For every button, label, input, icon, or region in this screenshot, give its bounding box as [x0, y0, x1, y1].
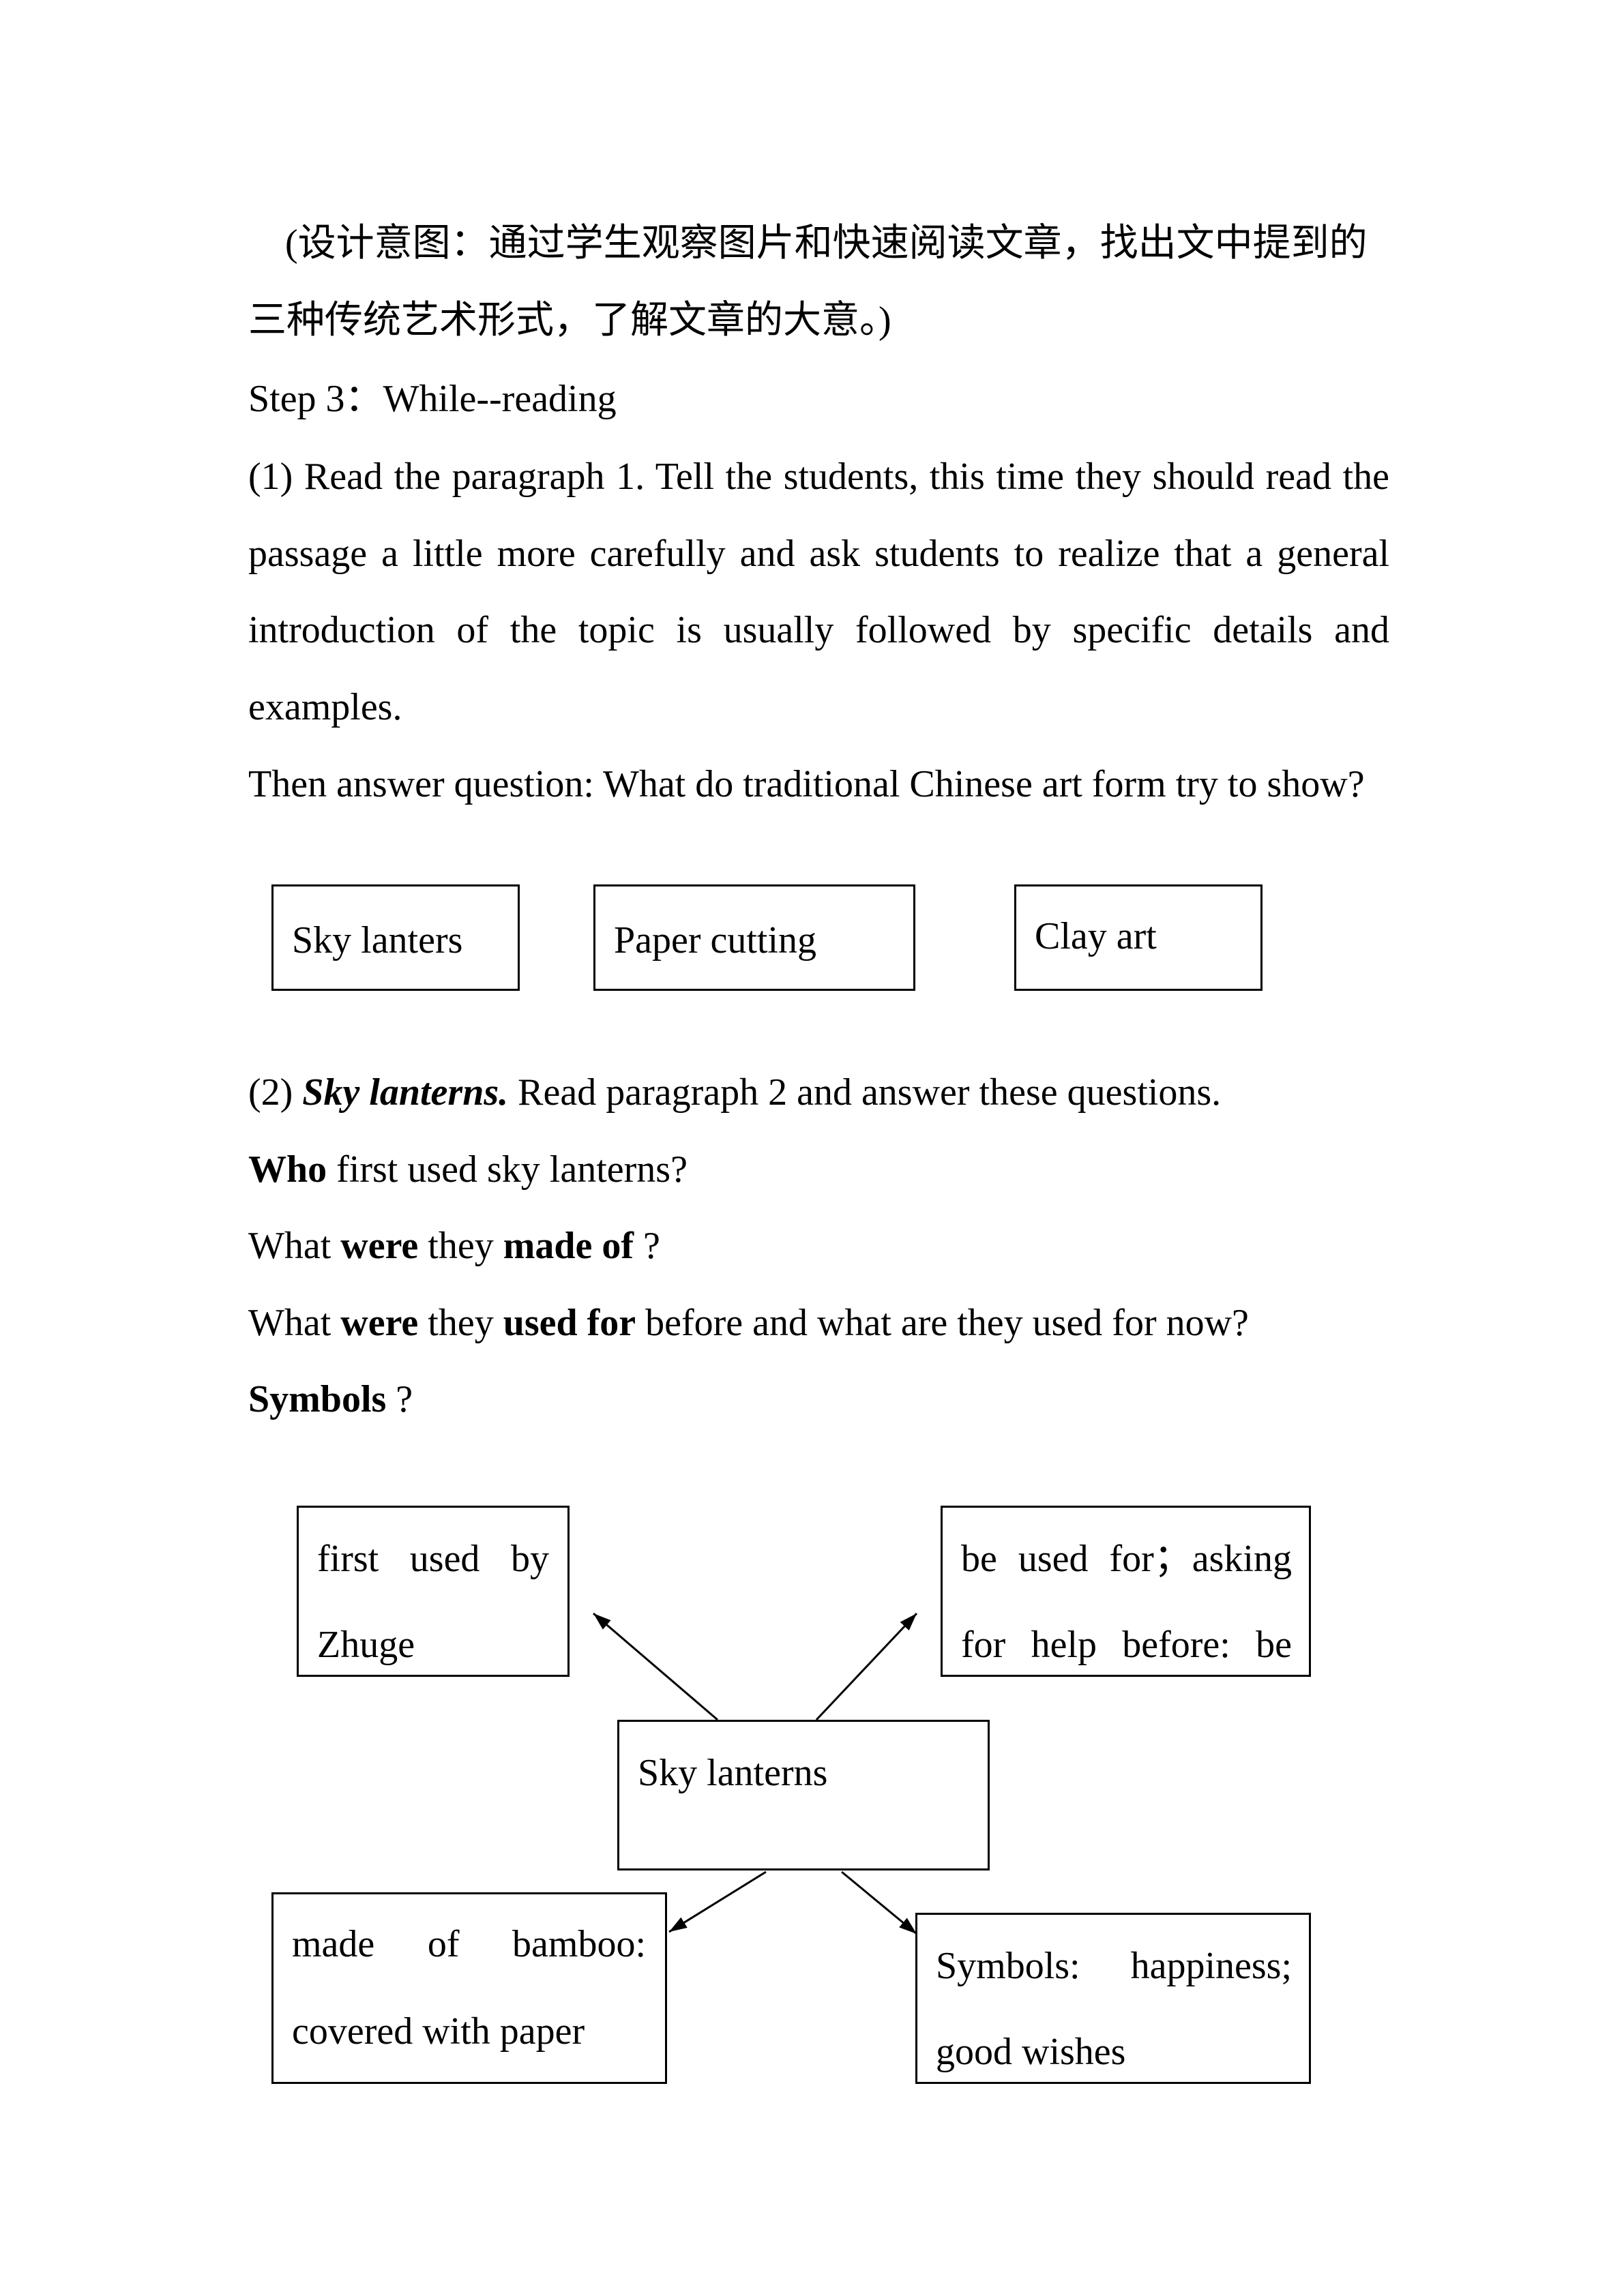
art-form-box-sky-lanterns: Sky lanters: [271, 884, 520, 991]
question-text: they: [418, 1225, 503, 1267]
mind-map-box-uses: be used for；asking for help before: be: [941, 1506, 1311, 1677]
question-keyword: were: [340, 1225, 419, 1267]
part-2-instruction: Read paragraph 2 and answer these questi…: [508, 1071, 1222, 1114]
question-keyword: made of: [503, 1225, 634, 1267]
mind-map-center-label: Sky lanterns: [638, 1752, 828, 1794]
mind-map-text: for help before: be: [961, 1624, 1292, 1666]
art-form-label: Clay art: [1035, 915, 1157, 957]
question-keyword: used for: [503, 1302, 636, 1344]
question-text: What: [248, 1225, 341, 1267]
part-1-paragraph-line: passage a little more carefully and ask …: [248, 533, 1389, 575]
part-2-heading: (2) Sky lanterns. Read paragraph 2 and a…: [248, 1054, 1389, 1131]
question-text: What: [248, 1302, 341, 1344]
question-text: they: [418, 1302, 503, 1344]
design-intent-line-2: 三种传统艺术形式，了解文章的大意。): [248, 299, 891, 342]
art-form-box-clay-art: Clay art: [1014, 884, 1263, 991]
mind-map-box-first-used: first used by Zhuge: [297, 1506, 570, 1677]
step-3-heading: Step 3：While--reading: [248, 378, 617, 420]
part-2-number: (2): [248, 1071, 303, 1114]
question-text: first used sky lanterns?: [327, 1148, 688, 1191]
question-who: Who first used sky lanterns?: [248, 1131, 1389, 1208]
part-1-paragraph-line: introduction of the topic is usually fol…: [248, 609, 1389, 651]
mind-map-box-material: made of bamboo: covered with paper: [271, 1892, 667, 2084]
arrow-to-uses: [815, 1612, 918, 1721]
design-intent-line-1: (设计意图：通过学生观察图片和快速阅读文章，找出文中提到的: [285, 222, 1368, 265]
question-used-for: What were they used for before and what …: [248, 1285, 1389, 1362]
arrow-to-symbols: [841, 1870, 917, 1935]
mind-map-text: made of bamboo:: [292, 1923, 646, 1965]
question-keyword: Symbols: [248, 1378, 387, 1420]
mind-map-text: be used for；asking: [961, 1538, 1292, 1580]
art-form-box-paper-cutting: Paper cutting: [593, 884, 915, 991]
question-keyword: were: [340, 1302, 419, 1344]
part-1-paragraph-line: examples.: [248, 686, 402, 728]
mind-map-center-box: Sky lanterns: [617, 1720, 990, 1870]
mind-map-text: good wishes: [936, 2031, 1126, 2073]
part-2-topic: Sky lanterns.: [302, 1071, 509, 1114]
mind-map-text: first used by: [317, 1538, 549, 1580]
mind-map-text: Symbols: happiness;: [936, 1945, 1292, 1987]
question-text: ?: [386, 1378, 413, 1420]
part-1-paragraph-line: (1) Read the paragraph 1. Tell the stude…: [248, 456, 1389, 498]
question-made-of: What were they made of ?: [248, 1208, 1389, 1285]
arrow-to-first-used: [593, 1612, 718, 1721]
arrow-to-material: [668, 1870, 767, 1933]
question-text: before and what are they used for now?: [636, 1302, 1249, 1344]
art-form-label: Sky lanters: [292, 919, 463, 961]
question-text: ?: [634, 1225, 660, 1267]
art-form-label: Paper cutting: [614, 919, 817, 961]
question-keyword: Who: [248, 1148, 327, 1191]
part-1-question: Then answer question: What do traditiona…: [248, 763, 1365, 805]
mind-map-text: covered with paper: [292, 2010, 585, 2053]
mind-map-text: Zhuge: [317, 1624, 415, 1666]
mind-map-box-symbols: Symbols: happiness; good wishes: [915, 1913, 1311, 2084]
question-symbols: Symbols ?: [248, 1361, 1389, 1438]
